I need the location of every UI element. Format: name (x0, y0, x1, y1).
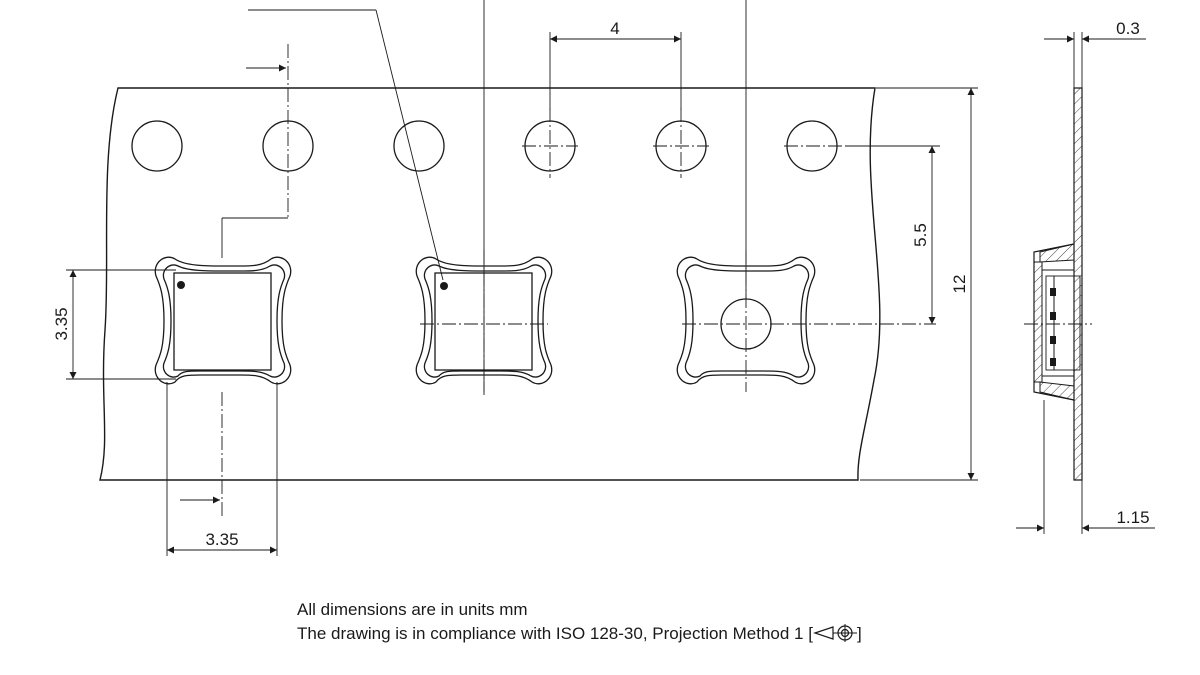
dimension-pocket-width-label: 3.35 (205, 530, 238, 549)
dimension-pitch-label: 4 (610, 19, 619, 38)
dimension-hole-to-pocket: 5.5 (846, 145, 940, 324)
dimension-tape-thickness-label: 1.15 (1116, 508, 1149, 527)
compliance-note: The drawing is in compliance with ISO 12… (297, 624, 862, 644)
dimension-tape-width-label: 12 (950, 275, 969, 294)
side-section-view (1024, 87, 1092, 481)
units-note: All dimensions are in units mm (297, 600, 528, 619)
dimension-hole-to-pocket-label: 5.5 (911, 223, 930, 247)
first-angle-projection-icon (813, 624, 857, 642)
dimension-cover-tape: 0.3 (1044, 19, 1146, 88)
compliance-note-text: The drawing is in compliance with ISO 12… (297, 624, 813, 643)
dimension-tape-thickness: 1.15 (1016, 400, 1155, 534)
carrier-tape (99, 87, 881, 481)
top-leaders (221, 0, 747, 395)
dimension-pocket-width: 3.35 (166, 382, 278, 556)
pocket-1 (154, 256, 292, 385)
compliance-note-end: ] (856, 624, 862, 643)
pocket-2 (415, 256, 553, 385)
dimension-tape-width: 12 (860, 87, 978, 481)
dimension-cover-tape-label: 0.3 (1116, 19, 1140, 38)
dimension-pocket-height-label: 3.35 (52, 307, 71, 340)
dimension-pitch: 4 (549, 19, 682, 110)
dimension-pocket-height: 3.35 (52, 269, 176, 380)
